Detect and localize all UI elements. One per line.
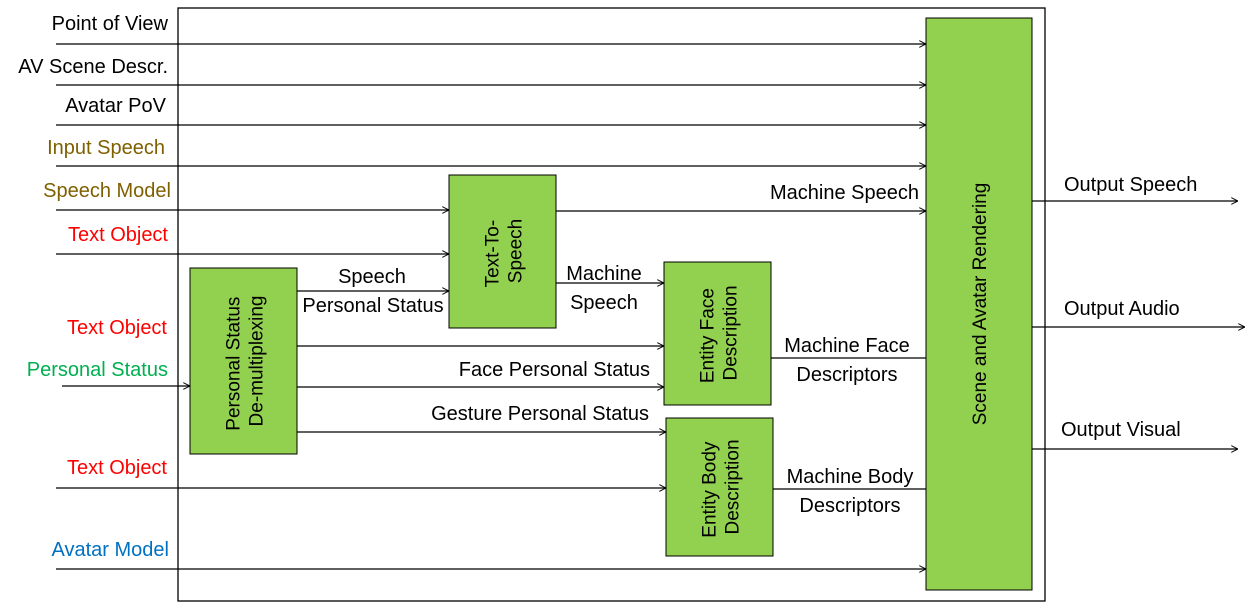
system-boundary <box>177 7 1046 602</box>
signal-face-descriptors: Descriptors <box>796 364 897 386</box>
render-label-text: Scene and Avatar Rendering <box>970 183 991 426</box>
face-label-line1: Entity Face <box>698 288 719 383</box>
signal-personal-status: Personal Status <box>302 295 443 317</box>
input-text-object-3: Text Object <box>67 457 167 479</box>
body-label-line1: Entity Body <box>700 441 721 538</box>
face-description-block <box>663 261 772 406</box>
body-description-block <box>665 417 774 557</box>
face-label-line2: Description <box>721 285 742 380</box>
signal-body-descriptors: Descriptors <box>799 495 900 517</box>
body-label-line2: Description <box>723 439 744 534</box>
demux-block <box>189 267 298 455</box>
input-av-scene-descr: AV Scene Descr. <box>18 56 168 78</box>
tts-block <box>448 174 557 329</box>
render-label: Scene and Avatar Rendering <box>970 183 991 426</box>
demux-label-line2: De-multiplexing <box>247 296 268 427</box>
input-text-object-2: Text Object <box>67 317 167 339</box>
signal-machine-speech: Machine Speech <box>770 182 919 204</box>
tts-label-line2: Speech <box>506 219 527 283</box>
output-speech: Output Speech <box>1064 174 1197 196</box>
input-point-of-view: Point of View <box>52 13 169 35</box>
input-speech: Input Speech <box>47 137 165 159</box>
signal-gesture-personal-status: Gesture Personal Status <box>431 403 649 425</box>
output-audio: Output Audio <box>1064 298 1180 320</box>
body-label: Entity Body Description <box>700 436 744 537</box>
render-block <box>925 17 1033 591</box>
signal-machine-body: Machine Body <box>787 466 914 488</box>
input-speech-model: Speech Model <box>43 180 171 202</box>
signal-face-personal-status: Face Personal Status <box>459 359 650 381</box>
tts-label-line1: Text-To- <box>483 220 504 288</box>
signal-machine-speech-lower: Speech <box>570 292 638 314</box>
demux-label-line1: Personal Status <box>224 297 245 431</box>
signal-machine-face: Machine Face <box>784 335 910 357</box>
output-visual: Output Visual <box>1061 419 1181 441</box>
input-avatar-pov: Avatar PoV <box>65 95 166 117</box>
signal-speech: Speech <box>338 266 406 288</box>
input-avatar-model: Avatar Model <box>52 539 169 561</box>
signal-machine: Machine <box>566 263 642 285</box>
tts-label: Text-To- Speech <box>483 215 527 288</box>
input-text-object-1: Text Object <box>68 224 168 246</box>
face-label: Entity Face Description <box>698 283 742 383</box>
input-personal-status: Personal Status <box>27 359 168 381</box>
demux-label: Personal Status De-multiplexing <box>224 291 268 430</box>
